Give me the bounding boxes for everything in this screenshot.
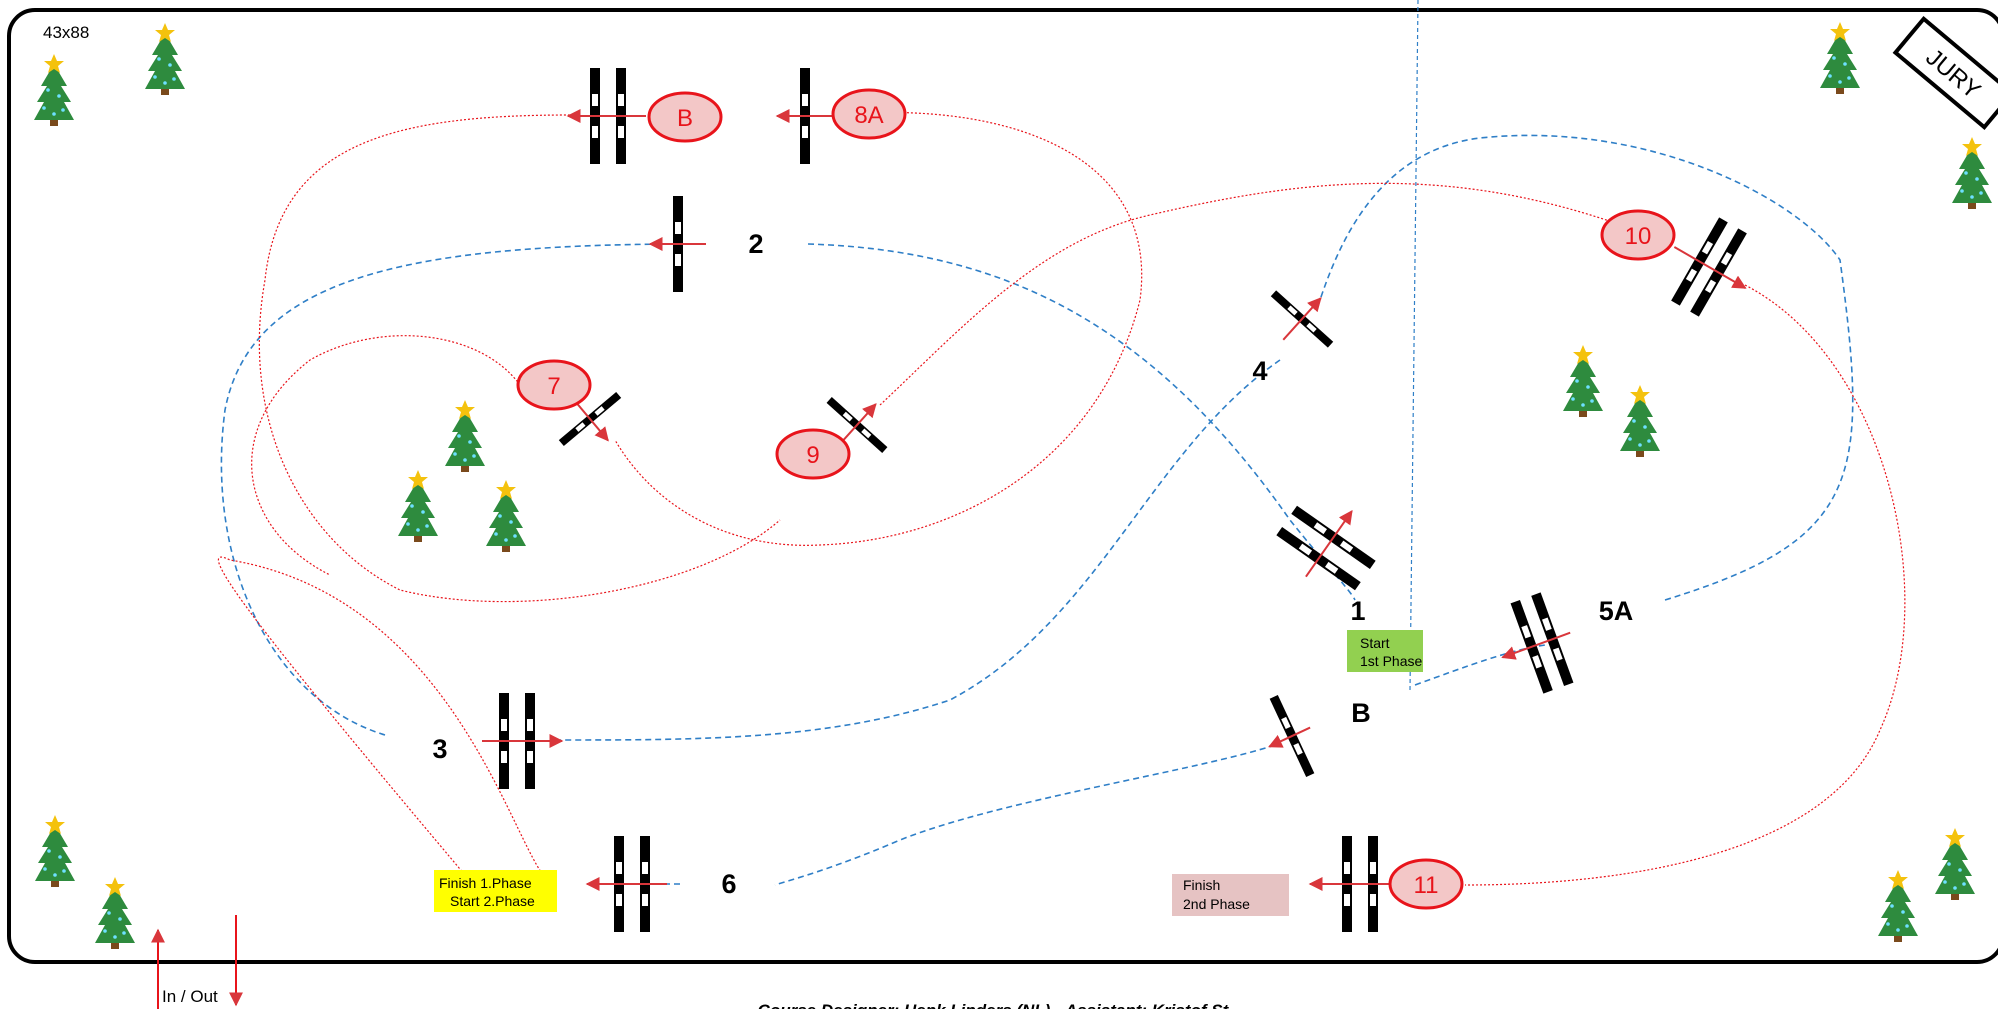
christmas-tree-icon — [1620, 385, 1660, 457]
phase1-fence-label: B — [1351, 698, 1371, 728]
phase1-fence-label: 2 — [748, 229, 763, 259]
phase1-path — [1414, 644, 1546, 686]
phase1-fence-label: 4 — [1252, 356, 1267, 386]
phase1-path — [774, 744, 1276, 886]
finish-phase2-box: Finish 2nd Phase — [1172, 874, 1289, 916]
phase2-fence-badge: 7 — [516, 359, 592, 411]
christmas-tree-icon — [398, 470, 438, 542]
christmas-tree-icon — [35, 815, 75, 887]
finish-phase1-line2: Start 2.Phase — [450, 893, 535, 909]
fence-4 — [1270, 290, 1334, 348]
phase2-fence-label: 7 — [547, 373, 560, 400]
phase1-fence-label: 6 — [721, 869, 736, 899]
christmas-tree-icon — [445, 400, 485, 472]
finish-phase2-line2: 2nd Phase — [1183, 896, 1250, 912]
christmas-tree-icon — [1820, 22, 1860, 94]
christmas-tree-icon — [34, 54, 74, 126]
phase2-path — [614, 111, 1143, 546]
phase2-fence-label: 10 — [1625, 223, 1652, 250]
phase2-path — [251, 335, 521, 576]
fence-8a — [775, 68, 835, 164]
fence-5a — [1501, 592, 1574, 694]
start-phase1-line2: 1st Phase — [1360, 653, 1422, 669]
phase2-path — [1464, 284, 1906, 886]
phase2-path — [879, 182, 1641, 406]
arena-size-label: 43x88 — [43, 23, 89, 42]
phase2-fence-label: 8A — [854, 102, 883, 129]
christmas-tree-icon — [1878, 870, 1918, 942]
phase1-path — [807, 243, 1356, 601]
finish-phase2-line1: Finish — [1183, 877, 1220, 893]
start-phase1-box: Start 1st Phase — [1347, 0, 1423, 691]
fence-b-single — [1268, 694, 1315, 778]
christmas-tree-icon — [95, 877, 135, 949]
phase2-fence-badge: 11 — [1388, 858, 1464, 910]
phase1-fence-label: 3 — [432, 734, 447, 764]
christmas-tree-icon — [1563, 345, 1603, 417]
phase1-path — [220, 243, 681, 736]
phase1-fence-label: 5A — [1599, 596, 1634, 626]
finish-phase1-box: Finish 1.Phase Start 2.Phase — [434, 870, 557, 912]
fence-2 — [648, 196, 706, 292]
phase2-fence-badge: 8A — [831, 88, 907, 140]
christmas-tree-icon — [145, 23, 185, 95]
designer-caption: Course Designer: Henk Linders (NL) - Ass… — [758, 1001, 1243, 1009]
fence-3 — [482, 693, 564, 789]
phase1-path — [559, 359, 1281, 741]
fence-11 — [1308, 836, 1398, 932]
finish-phase1-line1: Finish 1.Phase — [439, 875, 532, 891]
fence-1 — [1276, 505, 1376, 591]
in-out-label: In / Out — [162, 987, 218, 1006]
in-out-marker: In / Out — [151, 915, 243, 1009]
christmas-tree-icon — [486, 480, 526, 552]
christmas-tree-icon — [1935, 828, 1975, 900]
phase2-fence-label: 9 — [806, 442, 819, 469]
jury-box: JURY — [1892, 16, 1998, 130]
phase2-path — [258, 114, 781, 603]
fence-b-double-top — [566, 68, 646, 164]
fence-10 — [1671, 217, 1747, 317]
phase2-fence-label: 11 — [1414, 872, 1439, 899]
phase2-fence-badge: B — [647, 91, 723, 143]
phase2-fence-label: B — [677, 105, 693, 132]
arena-border — [7, 8, 1998, 964]
phase1-fence-label: 1 — [1350, 596, 1365, 626]
phase2-fence-badge: 9 — [775, 428, 851, 480]
christmas-tree-icon — [1952, 137, 1992, 209]
start-phase1-line1: Start — [1360, 635, 1390, 651]
fence-6 — [585, 836, 667, 932]
phase2-fence-badge: 10 — [1600, 209, 1676, 261]
